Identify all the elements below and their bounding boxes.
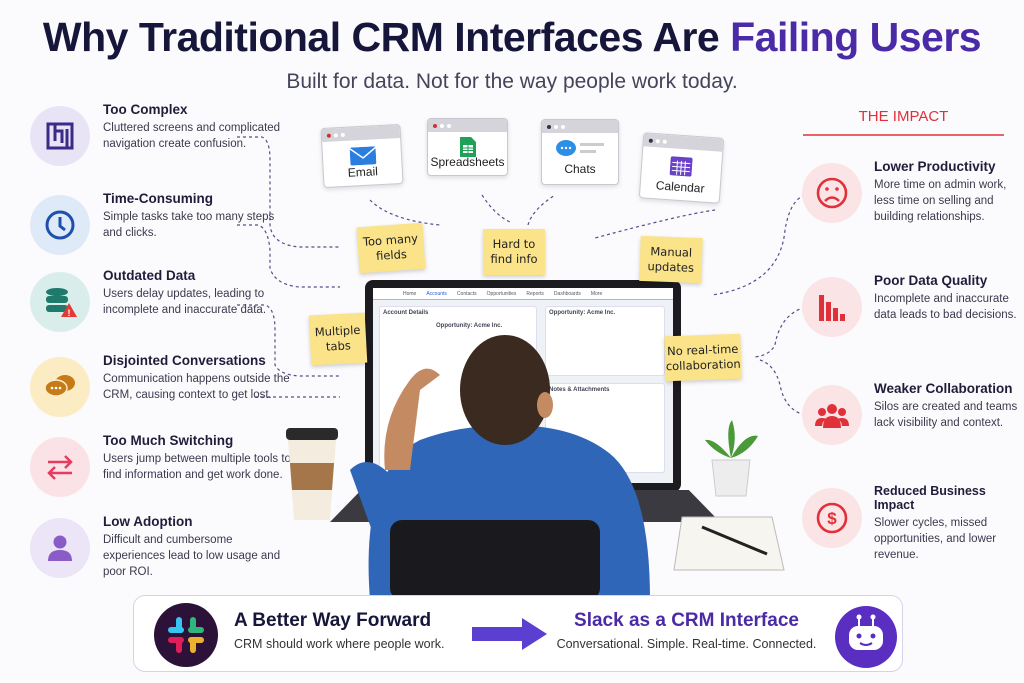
impact-body: Slower cycles, missed opportunities, and… [874, 517, 997, 561]
nav-tab[interactable]: Home [403, 291, 417, 297]
notebook-icon [673, 516, 785, 571]
declining-bars-icon [802, 277, 862, 337]
impact-title: Lower Productivity [874, 159, 996, 174]
svg-text:$: $ [827, 509, 837, 528]
impact-title: Weaker Collaboration [874, 381, 1013, 396]
nav-tab[interactable]: Contacts [456, 291, 477, 297]
tool-label: Spreadsheets [430, 155, 505, 169]
nav-tab[interactable]: More [590, 291, 603, 297]
problem-body: Communication happens outside the CRM, c… [103, 373, 290, 401]
calendar-icon [669, 156, 693, 177]
problem-title: Too Complex [103, 102, 188, 117]
banner-left-subtitle: CRM should work where people work. [234, 637, 445, 651]
impact-divider [803, 134, 1004, 136]
crm-panel: Opportunity: Acme Inc. [545, 306, 665, 376]
panel-title: Notes & Attachments [549, 387, 610, 393]
banner-left-title: A Better Way Forward [234, 610, 432, 631]
envelope-icon [349, 146, 377, 166]
problem-title: Time-Consuming [103, 191, 214, 206]
robot-bot-icon [835, 606, 897, 668]
sad-face-icon [802, 163, 862, 223]
problem-title: Disjointed Conversations [103, 353, 266, 368]
page-subtitle: Built for data. Not for the way people w… [286, 70, 738, 93]
problem-body: Difficult and cumbersome experiences lea… [103, 534, 281, 578]
sticky-note: Hard to find info [483, 229, 545, 275]
spreadsheet-icon [460, 137, 476, 157]
chat-bubbles-icon [30, 357, 90, 417]
coffee-cup-icon [286, 428, 338, 520]
database-warning-icon: ! [30, 272, 90, 332]
sticky-note: Manual updates [639, 235, 703, 284]
sticky-note: Too many fields [356, 222, 426, 274]
email-window: Email [320, 123, 404, 189]
maze-icon [30, 106, 90, 166]
switch-arrows-icon [30, 437, 90, 497]
problem-title: Low Adoption [103, 514, 193, 529]
impact-body: Silos are created and teams lack visibil… [874, 401, 1018, 429]
impact-body: More time on admin work, less time on se… [874, 179, 1007, 223]
impact-title: Reduced Business Impact [874, 484, 986, 512]
better-way-banner: A Better Way Forward CRM should work whe… [133, 595, 903, 672]
impact-body: Incomplete and inaccurate data leads to … [874, 293, 1017, 321]
tool-label: Chats [564, 162, 596, 176]
clock-icon [30, 195, 90, 255]
banner-right-title: Slack as a CRM Interface [574, 610, 799, 631]
chats-window: Chats [541, 119, 619, 185]
slack-logo-icon [154, 603, 218, 667]
frustrated-person-illustration [350, 335, 650, 600]
team-icon [802, 385, 862, 445]
problem-title: Too Much Switching [103, 433, 234, 448]
problem-body: Cluttered screens and complicated naviga… [103, 122, 281, 150]
spreadsheets-window: Spreadsheets [427, 118, 508, 176]
page-title: Why Traditional CRM Interfaces Are Faili… [0, 14, 1024, 61]
dollar-icon: $ [802, 488, 862, 548]
crm-nav: Home Accounts Contacts Opportunities Reports… [373, 288, 673, 300]
problem-body: Simple tasks take too many steps and cli… [103, 211, 275, 239]
title-accent: Failing Users [730, 14, 982, 60]
nav-tab[interactable]: Dashboards [553, 291, 581, 297]
user-icon [30, 518, 90, 578]
problem-title: Outdated Data [103, 268, 196, 283]
problem-body: Users delay updates, leading to incomple… [103, 288, 267, 316]
panel-title: Opportunity: Acme Inc. [549, 310, 616, 316]
tool-label: Calendar [655, 178, 705, 196]
plant-icon [705, 420, 758, 497]
tool-label: Email [347, 164, 379, 180]
svg-text:!: ! [68, 308, 71, 318]
calendar-window: Calendar [638, 132, 725, 204]
nav-tab[interactable]: Accounts [426, 291, 447, 297]
banner-right-subtitle: Conversational. Simple. Real-time. Conne… [556, 637, 817, 651]
impact-title: Poor Data Quality [874, 273, 988, 288]
sticky-note: Multiple tabs [308, 312, 368, 366]
forward-arrow-icon [472, 618, 547, 650]
panel-title: Opportunity: Acme Inc. [436, 323, 503, 329]
nav-tab[interactable]: Opportunities [486, 291, 517, 297]
chat-icon [556, 140, 604, 156]
impact-heading: THE IMPACT [858, 108, 949, 125]
problem-body: Users jump between multiple tools to fin… [103, 453, 291, 481]
nav-tab[interactable]: Reports [526, 291, 544, 297]
title-main: Why Traditional CRM Interfaces Are [42, 14, 731, 60]
sticky-note: No real-time collaboration [664, 333, 742, 382]
panel-title: Account Details [383, 310, 429, 316]
